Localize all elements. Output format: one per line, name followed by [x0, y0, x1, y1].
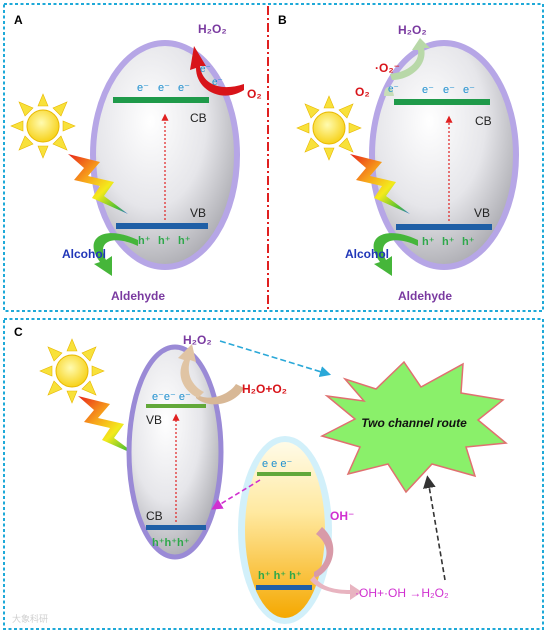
panel-c-left-electrons: e⁻e⁻ e⁻	[152, 391, 191, 403]
panel-c-oh-arrow	[314, 527, 334, 578]
panel-b-o2-label: O₂	[355, 85, 370, 99]
panel-b-cb-electron: e⁻	[463, 84, 475, 96]
watermark: 大象科研	[12, 613, 48, 624]
panel-c-oh-minus-label: OH⁻	[330, 509, 354, 523]
panel-c-h2o-o2-label: H₂O+O₂	[242, 382, 287, 396]
panel-c-route-burst	[319, 360, 508, 494]
panel-b-oxidation-arrow	[373, 233, 418, 276]
panel-c-sun-icon	[39, 338, 105, 404]
panel-b-sun-icon	[296, 95, 362, 161]
panel-c-left-cb-label: CB	[146, 509, 163, 523]
panel-a-vb-label: VB	[190, 206, 206, 220]
panel-c-radical-arrow	[310, 576, 362, 600]
panel-b-superoxide-label: ·O₂⁻	[375, 61, 400, 75]
panel-a-vb-hole: h⁺	[158, 235, 171, 247]
panel-c-right-bottom-band	[256, 585, 312, 590]
panel-c-left-holes: h⁺h⁺h⁺	[152, 537, 190, 549]
panel-b-aldehyde-label: Aldehyde	[398, 289, 452, 303]
panel-c-letter: C	[14, 325, 23, 339]
panel-a-h2o2-label: H₂O₂	[198, 22, 227, 36]
panel-c-right-catalyst	[245, 442, 325, 618]
panel-a-vb-hole: h⁺	[178, 235, 191, 247]
panel-b-cb-band	[394, 99, 490, 105]
panel-c-light-bolt-icon	[78, 396, 138, 456]
panel-a-o2-label: O₂	[247, 87, 262, 101]
panel-b: B e⁻ e⁻ e⁻ CB VB h⁺ h⁺ h⁺ H₂O₂ ·O₂⁻ O₂ e…	[278, 13, 519, 303]
panel-a-aldehyde-label: Aldehyde	[111, 289, 165, 303]
panel-b-alcohol-label: Alcohol	[345, 247, 389, 261]
panel-c-left-bottom-band	[146, 525, 206, 530]
panel-b-h2o2-label: H₂O₂	[398, 23, 427, 37]
panel-c-h2o-o2-arrow	[196, 384, 244, 405]
panel-c-route-label: Two channel route	[361, 416, 467, 430]
panel-a-light-bolt-icon	[68, 154, 128, 214]
panel-c-h2o2-label: H₂O₂	[183, 333, 212, 347]
panel-c: C e⁻e⁻ e⁻ VB CB h⁺h⁺h⁺ e e e⁻ h⁺ h⁺ h⁺ H…	[12, 325, 508, 624]
panel-a-sun-icon	[10, 93, 76, 159]
panel-a-transfer-electron: e⁻	[212, 77, 223, 88]
panel-a-letter: A	[14, 13, 23, 27]
panel-b-vb-hole: h⁺	[442, 236, 455, 248]
panel-a-cb-label: CB	[190, 111, 207, 125]
panel-c-radical-reaction-label: ·OH+·OH →H₂O₂	[355, 586, 449, 600]
panel-a: A e⁻ e⁻ e⁻ CB VB h⁺ h⁺ h⁺ H₂O₂ e⁻ e⁻ O₂ …	[10, 13, 262, 303]
panel-c-border	[3, 318, 544, 630]
panel-b-cb-electron: e⁻	[422, 84, 434, 96]
panel-b-o2-arrow	[384, 87, 394, 96]
panel-a-oxidation-arrow	[93, 233, 138, 276]
panel-b-transfer-electron: e⁻	[388, 84, 399, 95]
panel-c-h2o2-route-arrow	[219, 340, 332, 378]
panel-c-right-electrons: e e e⁻	[262, 458, 292, 470]
panel-c-right-holes: h⁺ h⁺ h⁺	[258, 570, 302, 582]
panel-b-vb-hole: h⁺	[422, 236, 435, 248]
panel-b-superoxide-arrow	[390, 38, 430, 80]
panel-b-vb-hole: h⁺	[462, 236, 475, 248]
panel-c-left-top-band	[146, 404, 206, 408]
panel-a-vb-hole: h⁺	[138, 235, 151, 247]
panel-a-cb-electron: e⁻	[137, 82, 149, 94]
panel-c-radical-route-arrow	[423, 475, 446, 581]
panel-b-vb-label: VB	[474, 206, 490, 220]
panel-c-right-top-band	[257, 472, 311, 476]
panel-c-h2o2-arrow	[178, 344, 204, 398]
panel-b-vb-band	[396, 224, 492, 230]
panel-b-light-bolt-icon	[350, 154, 410, 214]
panel-c-charge-transfer-arrow	[211, 479, 261, 510]
panel-a-cb-band	[113, 97, 209, 103]
panel-a-vb-band	[116, 223, 208, 229]
panel-a-o2-reduction-arrow	[190, 46, 244, 96]
panel-a-cb-electron: e⁻	[158, 82, 170, 94]
panel-a-cb-electron: e⁻	[178, 82, 190, 94]
panel-ab-border	[3, 3, 544, 312]
panel-b-cb-electron: e⁻	[443, 84, 455, 96]
panel-b-letter: B	[278, 13, 287, 27]
panel-c-left-vb-label: VB	[146, 413, 162, 427]
panel-b-cb-label: CB	[475, 114, 492, 128]
panel-a-alcohol-label: Alcohol	[62, 247, 106, 261]
panel-a-transfer-electron: e⁻	[200, 64, 211, 75]
